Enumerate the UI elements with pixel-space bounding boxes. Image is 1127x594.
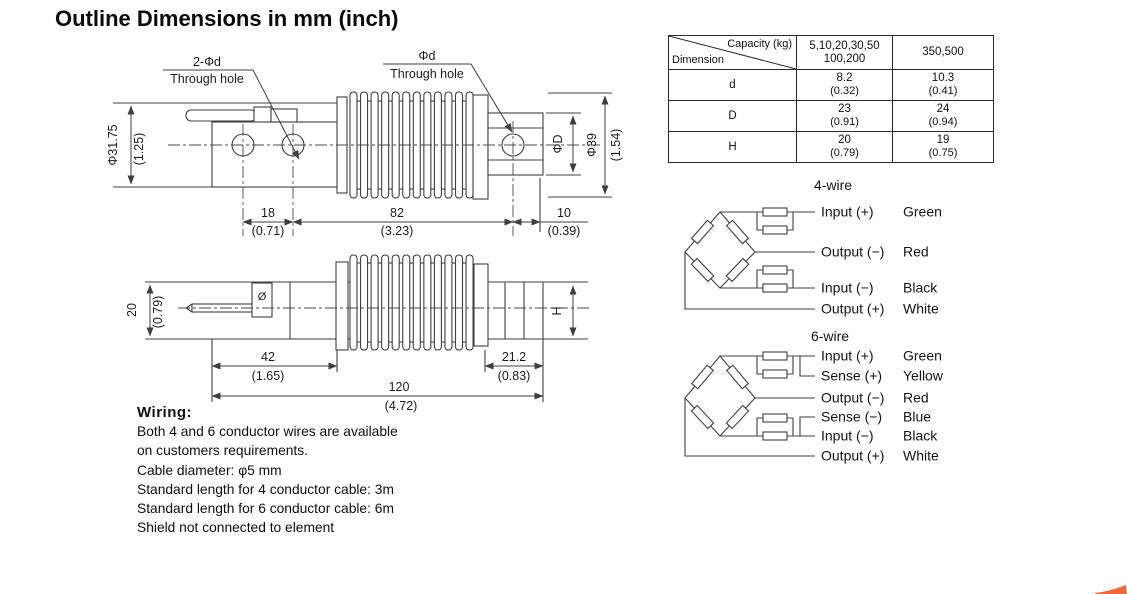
dim-body-diameter-inch: (1.25) bbox=[132, 133, 146, 166]
wire-label-color: Green bbox=[903, 348, 942, 364]
label-d-through-hole: Φd bbox=[419, 49, 436, 63]
wiring-note-line: Standard length for 6 conductor cable: 6… bbox=[137, 501, 394, 517]
left-mount-block bbox=[211, 121, 346, 188]
wiring-diagram-6-wire: 6-wire Input (+) Green Sense (+) Yellow … bbox=[684, 328, 944, 464]
dim-42-mm: 42 bbox=[261, 350, 275, 364]
table-cell: 8.2(0.32) bbox=[796, 69, 893, 101]
label-d-through-hole-sub: Through hole bbox=[390, 67, 464, 81]
dim-18-mm: 18 bbox=[261, 206, 275, 220]
through-hole-left-1 bbox=[231, 133, 255, 157]
table-corner-cell: Capacity (kg) Dimension bbox=[668, 35, 797, 70]
table-cell: 19(0.75) bbox=[892, 131, 994, 163]
side-view-drawing: Ø 20 (0.79) H 42 (1.65) 21.2 (0.83) bbox=[125, 254, 590, 413]
table-row: H 20(0.79) 19(0.75) bbox=[668, 131, 994, 163]
wire-label-color: White bbox=[903, 448, 939, 464]
dim-82-inch: (3.23) bbox=[381, 224, 414, 238]
dimension-table: Capacity (kg) Dimension 5,10,20,30,50 10… bbox=[668, 35, 994, 163]
table-row: d 8.2(0.32) 10.3(0.41) bbox=[668, 69, 994, 101]
dim-outer-diameter-inch: (1.54) bbox=[609, 129, 623, 162]
dim-212-inch: (0.83) bbox=[498, 369, 531, 383]
table-corner-capacity: Capacity (kg) bbox=[727, 38, 792, 50]
side-hole-mark: Ø bbox=[258, 291, 267, 303]
bridge-6-wire bbox=[684, 355, 756, 437]
wiring-diagram-4-wire: 4-wire Input (+) Green Output (−) Red In… bbox=[684, 177, 942, 317]
label-2xd-through-hole: 2-Φd bbox=[193, 55, 221, 69]
dim-h-label: H bbox=[550, 306, 564, 315]
label-2xd-through-hole-sub: Through hole bbox=[170, 72, 244, 86]
top-view-drawing: Φ31.75 (1.25) ΦD Φ39 (1.54) 18 (0.71) 82… bbox=[106, 49, 623, 238]
wiring-notes: Wiring: Both 4 and 6 conductor wires are… bbox=[137, 403, 398, 537]
outline-dimension-drawings: Φ31.75 (1.25) ΦD Φ39 (1.54) 18 (0.71) 82… bbox=[106, 49, 623, 413]
dim-20-mm: 20 bbox=[125, 303, 139, 317]
dim-body-diameter-mm: Φ31.75 bbox=[106, 124, 120, 165]
wire-label-signal: Output (−) bbox=[821, 244, 884, 260]
wiring-4-title: 4-wire bbox=[814, 177, 852, 193]
dim-82-mm: 82 bbox=[390, 206, 404, 220]
table-capacity-col-2: 350,500 bbox=[892, 35, 994, 70]
dim-212-mm: 21.2 bbox=[502, 350, 526, 364]
wiring-note-line: Shield not connected to element bbox=[137, 520, 335, 536]
corner-accent-swoosh bbox=[1095, 585, 1127, 594]
right-hub-block bbox=[487, 112, 544, 176]
table-row: D 23(0.91) 24(0.94) bbox=[668, 100, 994, 132]
wire-label-signal: Output (+) bbox=[821, 448, 884, 464]
wire-label-color: Green bbox=[903, 204, 942, 220]
dim-120-mm: 120 bbox=[389, 380, 410, 394]
wire-label-color: White bbox=[903, 301, 939, 317]
bellows-ribs-side-view bbox=[349, 254, 474, 351]
dim-10-inch: (0.39) bbox=[548, 224, 581, 238]
wire-label-color: Blue bbox=[903, 409, 931, 425]
wire-label-color: Red bbox=[903, 390, 929, 406]
wire-label-color: Yellow bbox=[903, 368, 944, 384]
table-cell: 24(0.94) bbox=[892, 100, 994, 132]
table-cell: 23(0.91) bbox=[796, 100, 893, 132]
wiring-note-line: on customers requirements. bbox=[137, 443, 308, 459]
wire-label-color: Red bbox=[903, 244, 929, 260]
dim-hub-diameter-label: ΦD bbox=[551, 134, 565, 153]
dim-42-inch: (1.65) bbox=[252, 369, 285, 383]
wire-label-signal: Sense (+) bbox=[821, 368, 882, 384]
wire-label-signal: Input (−) bbox=[821, 280, 874, 296]
wiring-notes-heading: Wiring: bbox=[137, 404, 193, 421]
wire-label-color: Black bbox=[903, 280, 938, 296]
bridge-4-wire bbox=[684, 211, 756, 289]
wire-label-signal: Output (−) bbox=[821, 390, 884, 406]
table-cell: 10.3(0.41) bbox=[892, 69, 994, 101]
dim-outer-diameter-mm: Φ39 bbox=[585, 133, 599, 157]
table-capacity-col-1: 5,10,20,30,50 100,200 bbox=[796, 35, 893, 70]
cable bbox=[185, 109, 257, 122]
wiring-diagrams: 4-wire Input (+) Green Output (−) Red In… bbox=[684, 177, 944, 464]
through-hole-right bbox=[501, 133, 525, 157]
diagonal-divider bbox=[669, 36, 796, 69]
wire-label-color: Black bbox=[903, 428, 938, 444]
dim-18-inch: (0.71) bbox=[252, 224, 285, 238]
wiring-note-line: Cable diameter: φ5 mm bbox=[137, 462, 282, 478]
wire-label-signal: Sense (−) bbox=[821, 409, 882, 425]
dim-20-inch: (0.79) bbox=[151, 296, 165, 329]
table-cell: 20(0.79) bbox=[796, 131, 893, 163]
wiring-note-line: Both 4 and 6 conductor wires are availab… bbox=[137, 424, 398, 440]
table-corner-dimension: Dimension bbox=[672, 54, 724, 66]
wire-label-signal: Input (+) bbox=[821, 204, 874, 220]
dim-120-inch: (4.72) bbox=[385, 399, 418, 413]
wire-label-signal: Input (−) bbox=[821, 428, 874, 444]
wire-label-signal: Output (+) bbox=[821, 301, 884, 317]
wiring-note-line: Standard length for 4 conductor cable: 3… bbox=[137, 481, 394, 497]
wire-label-signal: Input (+) bbox=[821, 348, 874, 364]
dim-10-mm: 10 bbox=[557, 206, 571, 220]
wiring-6-title: 6-wire bbox=[811, 328, 849, 344]
page-title: Outline Dimensions in mm (inch) bbox=[55, 6, 399, 31]
